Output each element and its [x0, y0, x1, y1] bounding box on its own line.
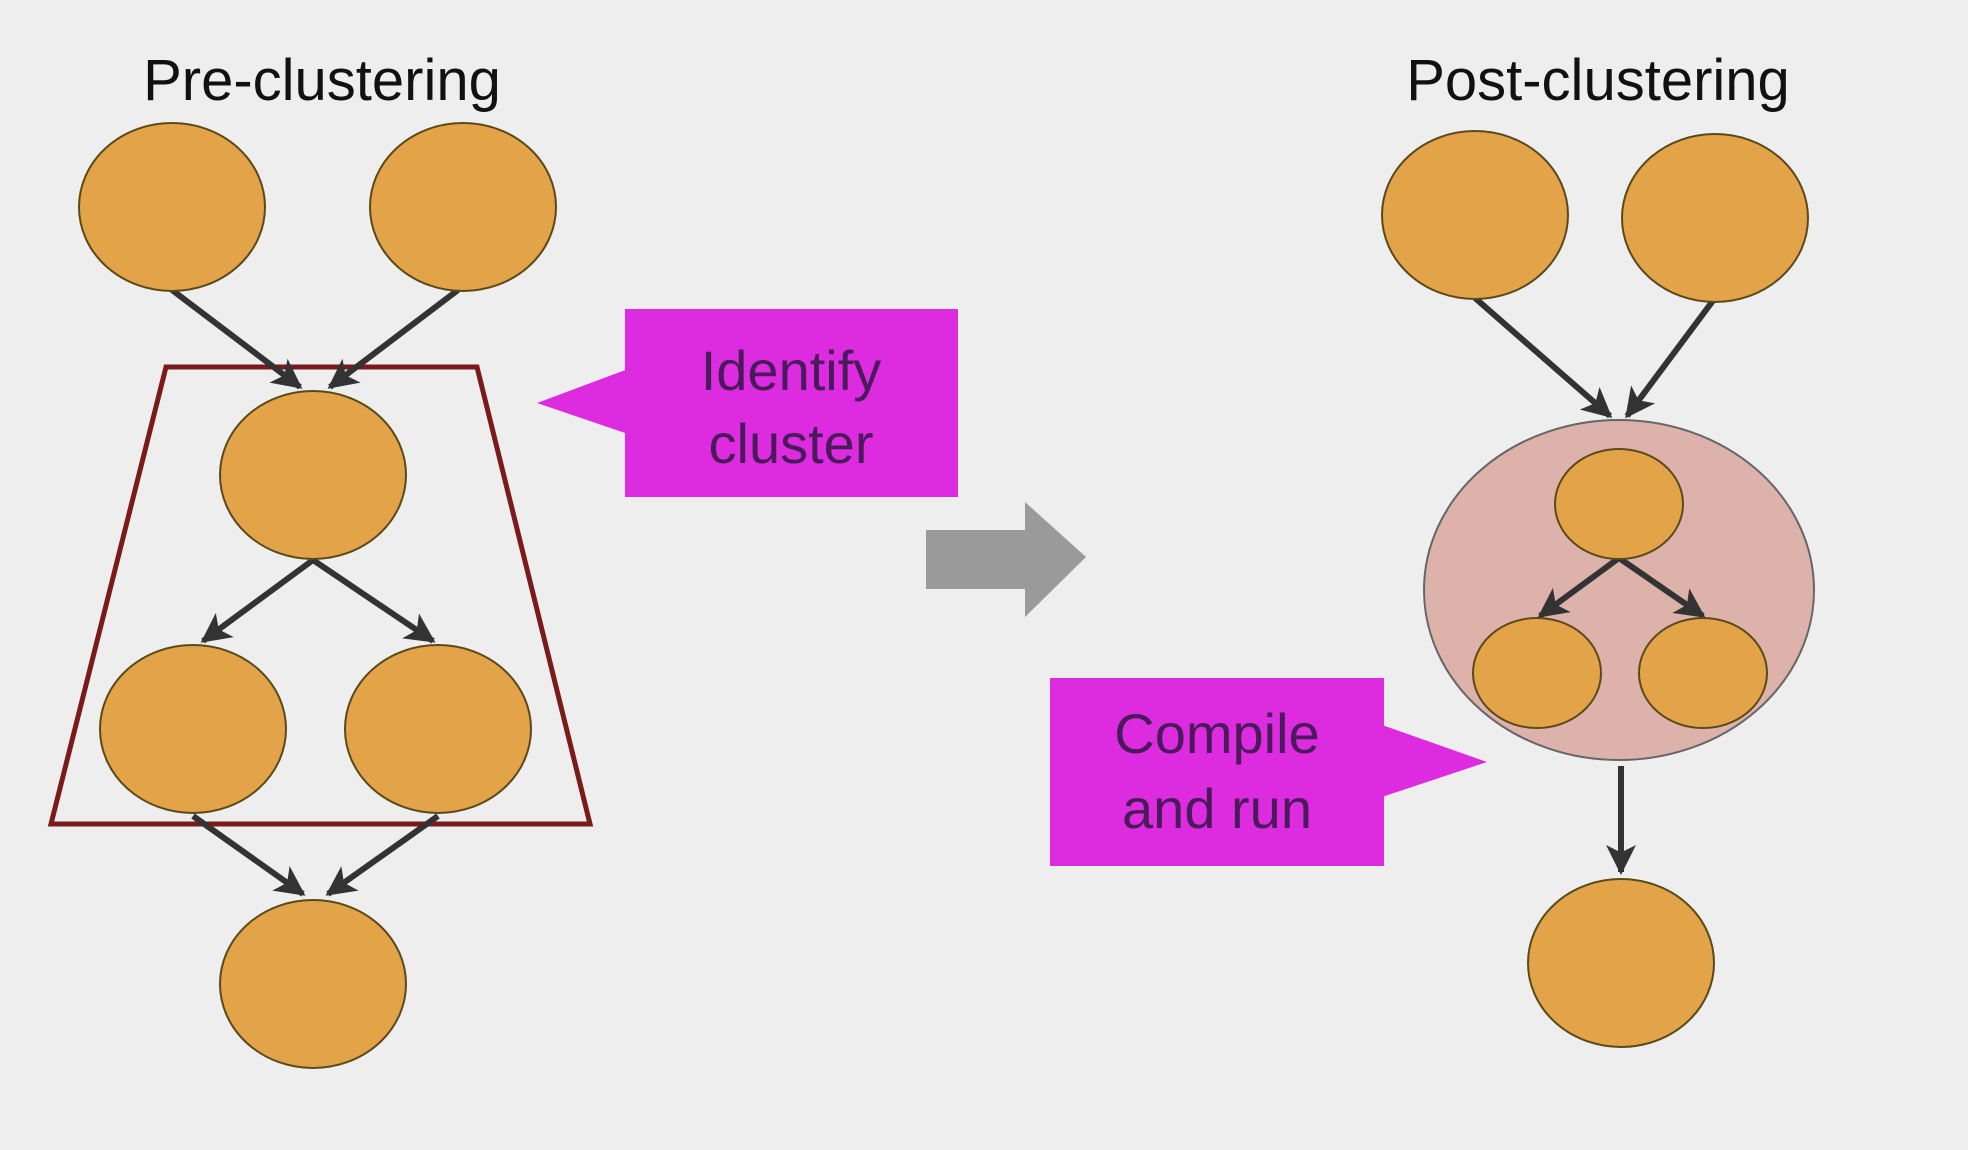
node-pre-top-right: [369, 122, 557, 292]
edge-post-top-right-to-cluster: [1624, 296, 1718, 419]
node-inner-right: [1638, 617, 1768, 729]
node-pre-bottom: [219, 899, 407, 1069]
right-arrow-icon: [926, 502, 1086, 617]
node-pre-cluster-right: [344, 644, 532, 814]
edge-right-to-bottom: [325, 813, 440, 897]
node-pre-top-left: [78, 122, 266, 292]
node-pre-cluster-top: [219, 390, 407, 560]
compile-callout-line1: Compile: [1114, 702, 1319, 765]
edge-post-top-left-to-cluster: [1473, 295, 1613, 419]
node-inner-top: [1554, 448, 1684, 560]
node-pre-cluster-left: [99, 644, 287, 814]
node-inner-left: [1472, 617, 1602, 729]
cluster-outline-trapezoid: [47, 364, 594, 827]
edge-top-right-to-cluster-top: [327, 287, 460, 390]
edge-cluster-top-to-left: [200, 557, 315, 644]
edge-inner-top-to-left: [1537, 555, 1621, 619]
identify-callout-line2: cluster: [709, 412, 874, 475]
identify-callout-line1: Identify: [701, 339, 882, 402]
compile-and-run-callout: Compile and run: [1050, 678, 1487, 866]
compile-callout-line2: and run: [1122, 777, 1312, 840]
edge-left-to-bottom: [191, 813, 306, 897]
node-post-bottom: [1527, 878, 1715, 1048]
node-post-top-right: [1621, 133, 1809, 303]
edge-cluster-top-to-right: [311, 557, 436, 644]
node-post-top-left: [1381, 130, 1569, 300]
pre-clustering-title: Pre-clustering: [143, 48, 501, 113]
edge-inner-top-to-right: [1617, 555, 1706, 619]
edge-top-left-to-cluster-top: [170, 287, 303, 390]
post-clustering-title: Post-clustering: [1406, 48, 1790, 113]
identify-cluster-callout: Identify cluster: [537, 309, 958, 497]
